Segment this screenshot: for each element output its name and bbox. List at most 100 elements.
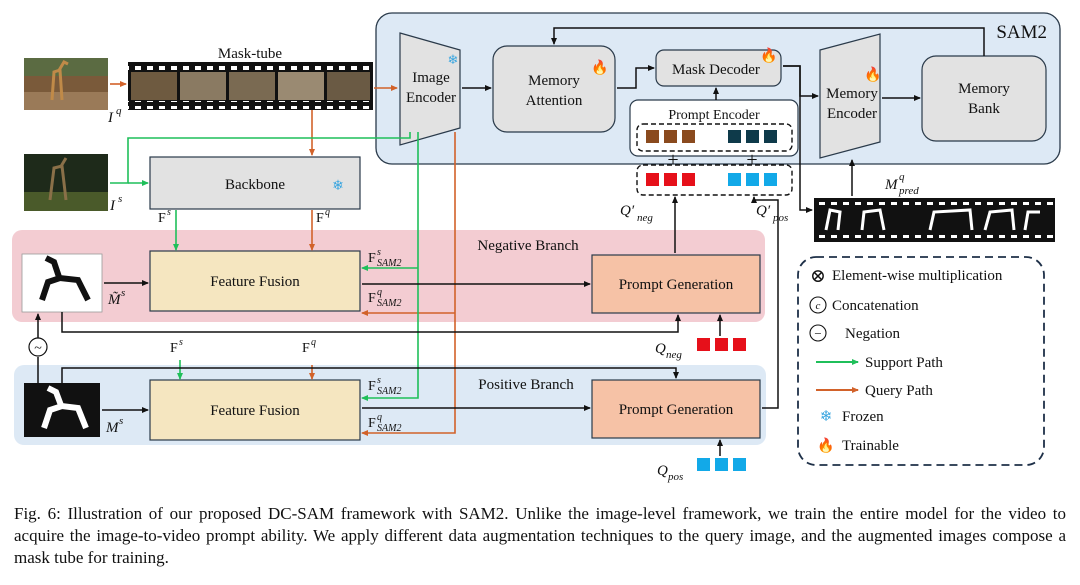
qneg-prime-label: Q′ [620, 203, 635, 219]
qneg-label-sub: neg [666, 349, 682, 361]
neg-encoded-token [682, 130, 695, 143]
qpos-prime-sub: pos [772, 212, 788, 224]
fsam-s-label-pos-sub: SAM2 [377, 386, 401, 397]
qneg-label: Q [655, 341, 666, 357]
mask-decoder [655, 49, 782, 87]
fsam-s-label-neg: F [368, 251, 376, 266]
qneg-prime-sub: neg [637, 212, 653, 224]
fsam-q-label-pos: F [368, 416, 376, 431]
backbone-frozen-icon: ❄ [332, 178, 344, 194]
sam2-title: SAM2 [996, 22, 1047, 43]
fq-label-pos: F [302, 341, 310, 356]
pos-prompt-generation-label: Prompt Generation [619, 402, 734, 418]
pos-feature-fusion-label: Feature Fusion [210, 403, 300, 419]
qpos-prime-label: Q′ [756, 203, 771, 219]
plus-sign-neg: + [667, 149, 678, 171]
svg-text:Frozen: Frozen [842, 409, 884, 425]
query-path-arrows [110, 81, 456, 436]
mpred-label-sup: q [899, 171, 905, 183]
svg-text:Concatenation: Concatenation [832, 298, 919, 314]
qpos-token [715, 458, 728, 471]
mask-decoder-label: Mask Decoder [672, 62, 760, 78]
backbone-label: Backbone [225, 177, 285, 193]
memory-bank-label-1: Memory [958, 81, 1010, 97]
memory-attention-label-2: Attention [526, 93, 583, 109]
support-image [24, 154, 108, 211]
neg-prompt-token [646, 173, 659, 186]
prompt-encoder-token-frame [636, 123, 793, 152]
iq-label: I [107, 110, 114, 126]
memory-encoder-label-2: Encoder [827, 106, 877, 122]
mask-tube-label: Mask-tube [218, 46, 282, 62]
m-label-sup: s [119, 415, 123, 427]
qneg-token [697, 338, 710, 351]
fsam-q-label-neg-sub: SAM2 [377, 298, 401, 309]
legend-box [797, 256, 1045, 466]
negative-branch-title: Negative Branch [477, 238, 579, 254]
fsam-q-label-pos-sub: SAM2 [377, 423, 401, 434]
qpos-label: Q [657, 463, 668, 479]
pos-prompt-token [746, 173, 759, 186]
support-path-arrows [110, 132, 419, 401]
qpos-token [733, 458, 746, 471]
mask-decoder-trainable-icon: 🔥 [760, 47, 777, 64]
svg-text:Negation: Negation [845, 326, 900, 342]
is-label: I [109, 198, 116, 214]
fsam-q-label-neg: F [368, 291, 376, 306]
svg-text:Trainable: Trainable [842, 438, 899, 454]
framework-diagram: SAM2 Negative Branch Positive Branch I q… [12, 12, 1061, 483]
memory-attention-trainable-icon: 🔥 [591, 59, 608, 76]
is-label-sup: s [118, 193, 122, 205]
fsam-s-label-pos-sup: s [377, 375, 381, 386]
negation-icon: − [814, 326, 821, 341]
fsam-s-label-neg-sup: s [377, 247, 381, 258]
query-image [24, 58, 108, 110]
neg-encoded-token [646, 130, 659, 143]
image-encoder [399, 32, 461, 146]
flow-arrows [35, 27, 985, 456]
generated-token-frame [636, 164, 793, 196]
fs-label-pos-sup: s [179, 337, 183, 348]
mask-tube-filmstrip [128, 62, 373, 110]
legend-item-concatenation: c Concatenation [809, 296, 919, 314]
flame-icon: 🔥 [817, 437, 834, 454]
pos-prompt-generation [591, 379, 761, 439]
mtilde-label-sup: s [121, 287, 125, 299]
backbone [149, 156, 361, 210]
pos-prompt-token [764, 173, 777, 186]
image-encoder-frozen-icon: ❄ [448, 53, 459, 68]
neg-encoded-token [664, 130, 677, 143]
qneg-token [715, 338, 728, 351]
predicted-mask-filmstrip [814, 198, 1055, 242]
svg-text:Element-wise multiplication: Element-wise multiplication [832, 268, 1003, 284]
fsam-q-label-pos-sup: q [377, 412, 382, 423]
prompt-encoder-label: Prompt Encoder [668, 108, 760, 123]
svg-text:Support Path: Support Path [865, 355, 943, 371]
memory-encoder-trainable-icon: 🔥 [864, 66, 881, 83]
memory-attention [492, 45, 616, 133]
memory-encoder-label-1: Memory [826, 86, 878, 102]
pos-feature-fusion [149, 379, 361, 441]
mpred-label-sub: pred [898, 185, 919, 197]
fsam-q-label-neg-sup: q [377, 287, 382, 298]
fq-label-top: F [316, 211, 324, 226]
fsam-s-label-neg-sub: SAM2 [377, 258, 401, 269]
snowflake-icon: ❄ [820, 407, 833, 425]
pos-encoded-token [764, 130, 777, 143]
multiplication-icon: ⊗ [810, 266, 826, 287]
fs-label-top: F [158, 211, 166, 226]
pos-encoded-token [746, 130, 759, 143]
mtilde-label: M̃ [107, 292, 122, 308]
m-label: M [105, 420, 120, 436]
legend-item-trainable: 🔥 Trainable [817, 437, 899, 454]
concatenation-icon: c [816, 300, 821, 312]
memory-bank [921, 55, 1047, 142]
memory-bank-label-2: Bank [968, 101, 1000, 117]
neg-prompt-generation [591, 254, 761, 314]
negated-support-mask [21, 253, 103, 313]
neg-feature-fusion-label: Feature Fusion [210, 274, 300, 290]
svg-text:Query Path: Query Path [865, 383, 933, 399]
fq-label-top-sup: q [325, 207, 330, 218]
iq-label-sup: q [116, 105, 122, 117]
qpos-label-sub: pos [667, 471, 683, 483]
